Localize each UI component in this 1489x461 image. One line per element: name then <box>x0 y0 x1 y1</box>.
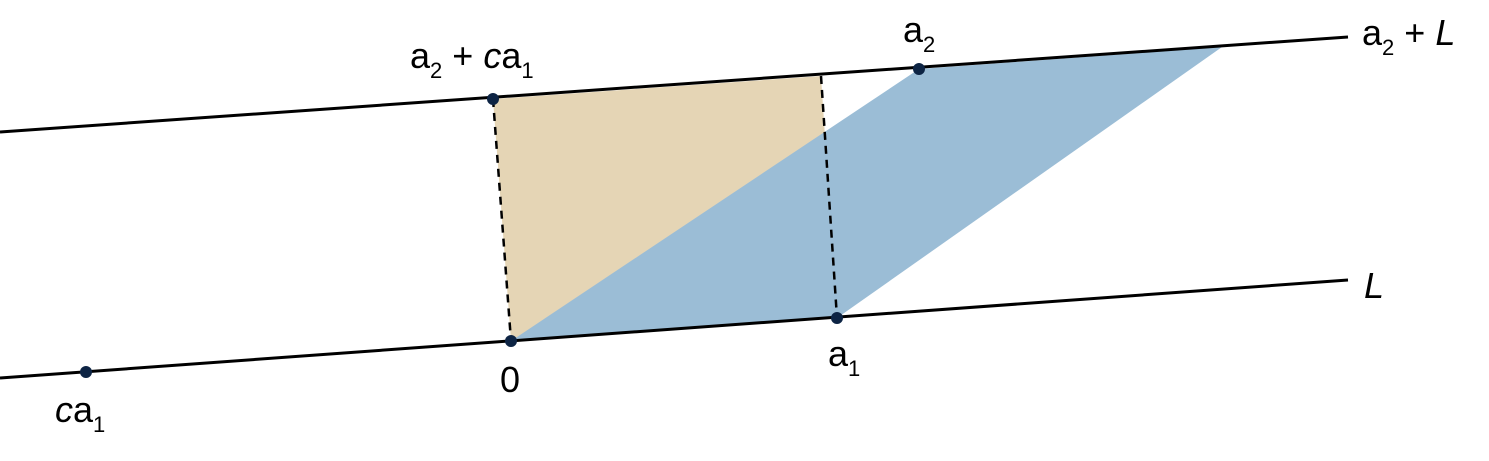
point-a2 <box>913 63 925 75</box>
line-a2-plus-L <box>0 35 1349 134</box>
label-L: L <box>1364 265 1384 306</box>
blue-parallelogram-region <box>511 47 1222 341</box>
point-zero <box>505 335 517 347</box>
label-ca1: ca1 <box>55 389 105 437</box>
label-a1: a1 <box>828 333 860 381</box>
point-a1 <box>831 312 843 324</box>
label-a2-plus-ca1: a2 + ca1 <box>410 35 534 83</box>
point-a2-plus-ca1 <box>487 93 499 105</box>
dashed-edge-right <box>819 75 839 319</box>
label-zero: 0 <box>500 359 520 400</box>
point-ca1 <box>80 366 92 378</box>
dashed-edge-left <box>491 98 513 342</box>
label-a2-plus-L: a2 + L <box>1362 12 1455 60</box>
line-L <box>0 278 1349 380</box>
label-a2: a2 <box>903 9 935 57</box>
